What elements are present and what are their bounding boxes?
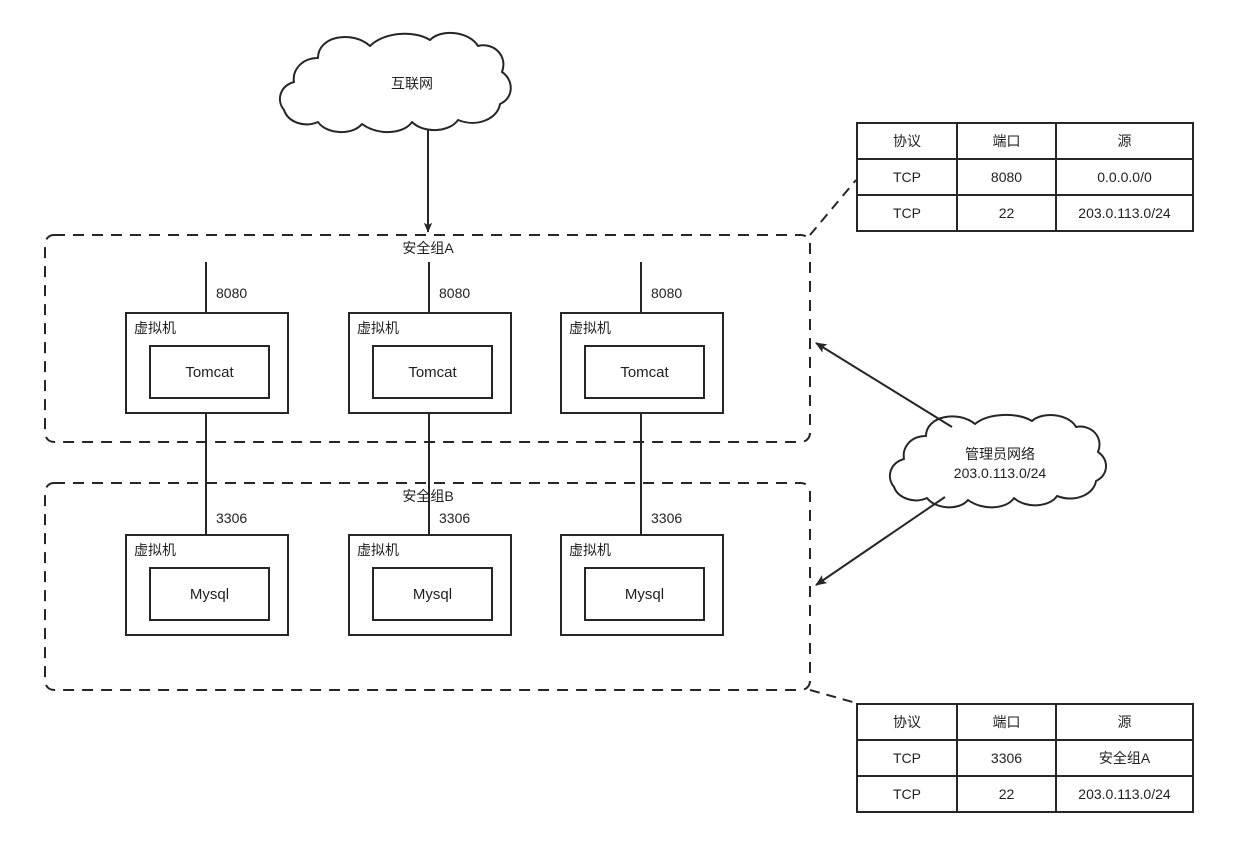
vm-label-mysql-3: 虚拟机 — [569, 542, 611, 558]
leader-sg-b-to-rules-table — [809, 689, 857, 704]
rules-table-sg-a: 协议 端口 源 TCP 8080 0.0.0.0/0 TCP 22 203.0.… — [856, 122, 1194, 232]
vm-label-tomcat-3: 虚拟机 — [569, 320, 611, 336]
cell-port: 22 — [956, 194, 1057, 232]
leader-sg-a-to-rules-table — [809, 179, 857, 236]
admin-network-cloud-label: 管理员网络 203.0.113.0/24 — [954, 445, 1046, 483]
security-group-a-label: 安全组A — [402, 240, 454, 256]
cell-protocol: TCP — [856, 739, 958, 777]
connector-admin-network-to-sg-a — [815, 342, 953, 428]
cell-port: 8080 — [956, 158, 1057, 196]
security-group-b-boundary — [44, 482, 811, 691]
admin-network-cloud-shape — [888, 414, 1107, 509]
app-mysql-2[interactable]: Mysql — [372, 567, 493, 621]
internet-cloud-label: 互联网 — [391, 75, 433, 92]
table-row: TCP 22 203.0.113.0/24 — [856, 775, 1194, 813]
admin-network-cidr: 203.0.113.0/24 — [953, 465, 1047, 481]
app-mysql-3[interactable]: Mysql — [584, 567, 705, 621]
internet-cloud-shape — [278, 31, 512, 133]
port-label-tomcat-1: 8080 — [216, 285, 248, 301]
vm-label-tomcat-2: 虚拟机 — [357, 320, 399, 336]
cell-protocol: TCP — [856, 194, 958, 232]
app-tomcat-2[interactable]: Tomcat — [372, 345, 493, 399]
table-row: TCP 22 203.0.113.0/24 — [856, 194, 1194, 232]
cell-port: 22 — [956, 775, 1057, 813]
header-source: 源 — [1055, 703, 1194, 741]
cell-source: 0.0.0.0/0 — [1055, 158, 1194, 196]
security-group-a-boundary — [44, 234, 811, 443]
header-source: 源 — [1055, 122, 1194, 160]
vm-label-mysql-2: 虚拟机 — [357, 542, 399, 558]
security-group-b-label: 安全组B — [402, 488, 454, 504]
vm-tomcat-3[interactable]: 虚拟机 Tomcat — [560, 312, 724, 414]
cell-port: 3306 — [956, 739, 1057, 777]
vm-mysql-3[interactable]: 虚拟机 Mysql — [560, 534, 724, 636]
cell-source: 203.0.113.0/24 — [1055, 775, 1194, 813]
cell-protocol: TCP — [856, 158, 958, 196]
header-port: 端口 — [956, 703, 1057, 741]
app-tomcat-3[interactable]: Tomcat — [584, 345, 705, 399]
app-mysql-1[interactable]: Mysql — [149, 567, 270, 621]
vm-label-tomcat-1: 虚拟机 — [134, 320, 176, 336]
cell-source: 安全组A — [1055, 739, 1194, 777]
port-label-mysql-1: 3306 — [216, 510, 248, 526]
port-label-mysql-3: 3306 — [651, 510, 683, 526]
port-label-tomcat-2: 8080 — [439, 285, 471, 301]
header-port: 端口 — [956, 122, 1057, 160]
vm-mysql-1[interactable]: 虚拟机 Mysql — [125, 534, 289, 636]
vm-mysql-2[interactable]: 虚拟机 Mysql — [348, 534, 512, 636]
header-protocol: 协议 — [856, 122, 958, 160]
vm-tomcat-1[interactable]: 虚拟机 Tomcat — [125, 312, 289, 414]
table-header-row: 协议 端口 源 — [856, 703, 1194, 741]
cell-protocol: TCP — [856, 775, 958, 813]
header-protocol: 协议 — [856, 703, 958, 741]
port-label-tomcat-3: 8080 — [651, 285, 683, 301]
cell-source: 203.0.113.0/24 — [1055, 194, 1194, 232]
table-header-row: 协议 端口 源 — [856, 122, 1194, 160]
table-row: TCP 8080 0.0.0.0/0 — [856, 158, 1194, 196]
vm-label-mysql-1: 虚拟机 — [134, 542, 176, 558]
rules-table-sg-b: 协议 端口 源 TCP 3306 安全组A TCP 22 203.0.113.0… — [856, 703, 1194, 813]
connector-admin-network-to-sg-b — [815, 496, 946, 586]
port-label-mysql-2: 3306 — [439, 510, 471, 526]
vm-tomcat-2[interactable]: 虚拟机 Tomcat — [348, 312, 512, 414]
admin-network-name: 管理员网络 — [964, 446, 1035, 463]
table-row: TCP 3306 安全组A — [856, 739, 1194, 777]
app-tomcat-1[interactable]: Tomcat — [149, 345, 270, 399]
